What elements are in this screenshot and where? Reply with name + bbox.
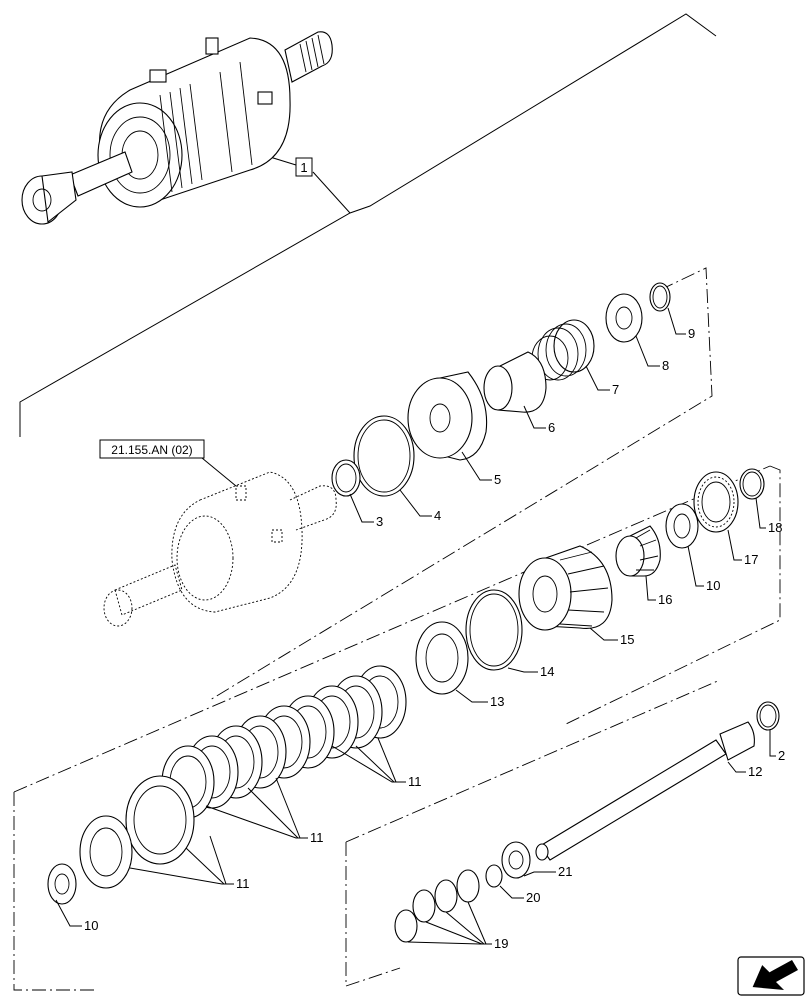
part-13-plate <box>415 621 469 695</box>
part-21-bearing <box>501 841 531 879</box>
callout-1-label: 1 <box>300 160 307 175</box>
part-10-washer-lower <box>47 863 77 905</box>
callout-10-upper[interactable]: 10 <box>706 578 720 593</box>
arrow-left-icon <box>751 960 798 990</box>
callout-7[interactable]: 7 <box>612 382 619 397</box>
reference-label[interactable]: 21.155.AN (02) <box>99 439 237 487</box>
callout-2[interactable]: 2 <box>778 748 785 763</box>
callout-13[interactable]: 13 <box>490 694 504 709</box>
part-4-seal-ring <box>353 415 415 497</box>
part-18-snap-ring <box>739 468 765 500</box>
callout-21[interactable]: 21 <box>558 864 572 879</box>
callout-16[interactable]: 16 <box>658 592 672 607</box>
callout-6[interactable]: 6 <box>548 420 555 435</box>
callout-11-top[interactable]: 11 <box>408 774 422 789</box>
leader-lines <box>55 307 776 945</box>
callout-8[interactable]: 8 <box>662 358 669 373</box>
part-9-snap-ring <box>649 282 671 312</box>
callout-17[interactable]: 17 <box>744 552 758 567</box>
nav-arrow-button[interactable] <box>737 956 805 996</box>
part-12-shaft <box>535 721 755 861</box>
group-outline-upper <box>13 267 781 991</box>
reference-housing-ghost <box>103 471 337 627</box>
assembled-unit <box>21 31 333 225</box>
part-10-washer-upper <box>665 503 699 549</box>
callout-9[interactable]: 9 <box>688 326 695 341</box>
callout-19[interactable]: 19 <box>494 936 508 951</box>
clutch-disc-stack <box>79 665 407 889</box>
callout-11-bottom[interactable]: 11 <box>236 876 250 891</box>
reference-label-text: 21.155.AN (02) <box>111 443 192 457</box>
callout-20[interactable]: 20 <box>526 890 540 905</box>
callout-5[interactable]: 5 <box>494 472 501 487</box>
part-15-gear <box>518 545 613 631</box>
part-5-piston <box>407 371 488 461</box>
callout-12[interactable]: 12 <box>748 764 762 779</box>
callout-10-lower[interactable]: 10 <box>84 918 98 933</box>
part-6-sleeve <box>483 351 547 413</box>
part-16-needle-bearing <box>615 525 661 577</box>
callout-14[interactable]: 14 <box>540 664 554 679</box>
callout-3[interactable]: 3 <box>376 514 383 529</box>
part-3-seal-ring <box>331 459 361 497</box>
callout-labels: 9 8 7 6 5 4 3 18 17 10 16 15 14 13 2 12 … <box>84 326 785 951</box>
callout-15[interactable]: 15 <box>620 632 634 647</box>
part-19-seal-rings <box>394 869 480 943</box>
part-14-seal-ring <box>465 589 523 671</box>
part-20-snap-ring <box>485 864 503 888</box>
callout-11-middle[interactable]: 11 <box>310 830 324 845</box>
part-2-snap-ring <box>756 701 780 731</box>
callout-4[interactable]: 4 <box>434 508 441 523</box>
part-17-bearing <box>693 471 739 533</box>
assembly-frame <box>19 13 717 437</box>
callout-1[interactable]: 1 <box>295 157 313 177</box>
callout-18[interactable]: 18 <box>768 520 782 535</box>
part-8-washer <box>605 293 643 343</box>
